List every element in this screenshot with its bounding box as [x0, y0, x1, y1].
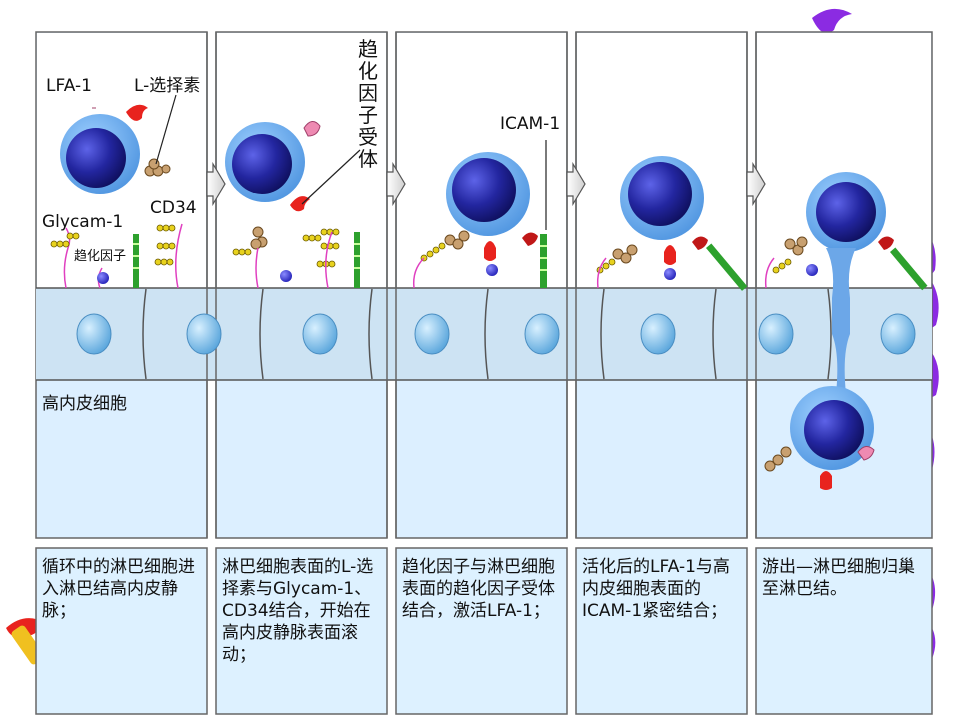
caption-boxes	[35, 547, 933, 715]
caption-step-4: 活化后的LFA-1与高内皮细胞表面的ICAM-1紧密结合；	[582, 557, 730, 621]
caption-step-2: 淋巴细胞表面的L-选择素与Glycam-1、CD34结合，开始在高内皮静脉表面滚…	[222, 557, 374, 665]
step-arrows	[206, 161, 766, 207]
chemokine-icon	[280, 270, 292, 282]
caption-step-3: 趋化因子与淋巴细胞表面的趋化因子受体结合，激活LFA-1；	[402, 557, 555, 621]
label-high-endothelial-cell: 高内皮细胞	[42, 394, 127, 414]
panel-3-lymphocyte	[412, 140, 547, 289]
panel-1-lymphocyte	[50, 94, 183, 289]
label-l-selectin: L-选择素	[134, 76, 201, 96]
endothelial-nucleus	[524, 313, 560, 355]
bead-chain-icon	[144, 158, 171, 177]
lfa1-icon	[692, 236, 708, 250]
panel-5-lymphocyte	[764, 172, 928, 490]
lfa1-icon	[303, 121, 321, 137]
endothelial-nucleus	[880, 313, 916, 355]
chemokine-icon	[806, 264, 818, 276]
endothelial-nucleus	[186, 313, 222, 355]
endothelial-layer	[36, 32, 932, 538]
l-selectin-icon	[126, 104, 148, 121]
lfa1-icon	[857, 446, 875, 461]
label-chemokine-receptor: 趋化因子受体	[358, 37, 378, 171]
cd34-molecule	[354, 232, 360, 288]
lfa1-icon	[522, 232, 538, 246]
arrow-icon	[206, 161, 226, 207]
label-icam1: ICAM-1	[500, 114, 561, 134]
endothelial-nucleus	[414, 313, 450, 355]
caption-step-5: 游出—淋巴细胞归巢至淋巴结。	[762, 557, 915, 599]
label-cd34: CD34	[150, 198, 197, 218]
arrow-icon	[386, 161, 406, 207]
label-glycam1: Glycam-1	[42, 212, 124, 232]
arrow-icon	[566, 161, 586, 207]
chemokine-icon	[97, 272, 109, 284]
arrow-icon	[746, 161, 766, 207]
lfa1-icon	[878, 236, 894, 250]
icam1-molecule	[706, 243, 748, 291]
label-lfa1: LFA-1	[46, 76, 92, 96]
endothelial-nucleus	[640, 313, 676, 355]
chemokine-icon	[486, 264, 498, 276]
endothelial-nucleus	[302, 313, 338, 355]
panel-4-lymphocyte	[596, 156, 748, 291]
cd34-molecule	[133, 234, 139, 288]
panel-backgrounds	[35, 31, 933, 539]
endothelial-nucleus	[758, 313, 794, 355]
chemokine-icon	[664, 268, 676, 280]
label-chemokine: 趋化因子	[74, 249, 127, 264]
panel-2-lymphocyte	[225, 121, 361, 289]
endothelial-nucleus	[76, 313, 112, 355]
caption-step-1: 循环中的淋巴细胞进入淋巴结高内皮静脉；	[42, 557, 195, 621]
l-selectin-icon	[290, 196, 310, 212]
icam1-molecule	[540, 234, 547, 288]
